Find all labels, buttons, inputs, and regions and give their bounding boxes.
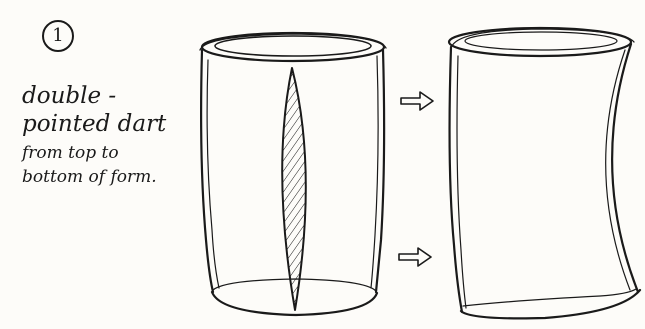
right-cylinder-left-side (450, 47, 462, 312)
right-arrow-icon (401, 92, 433, 110)
right-cylinder-left-side-sketch (457, 56, 466, 308)
dart-shape (282, 68, 306, 310)
right-arrow-icon (399, 248, 431, 266)
left-cylinder-left-side-sketch (207, 60, 219, 288)
right-cylinder-top-inner (465, 32, 617, 50)
cylinder-with-dart (200, 33, 386, 315)
right-cylinder-bottom-back (463, 289, 636, 306)
left-cylinder-top-rim-inner (215, 36, 371, 56)
shaped-cylinder (449, 28, 640, 318)
left-cylinder-right-side-sketch (371, 56, 378, 288)
